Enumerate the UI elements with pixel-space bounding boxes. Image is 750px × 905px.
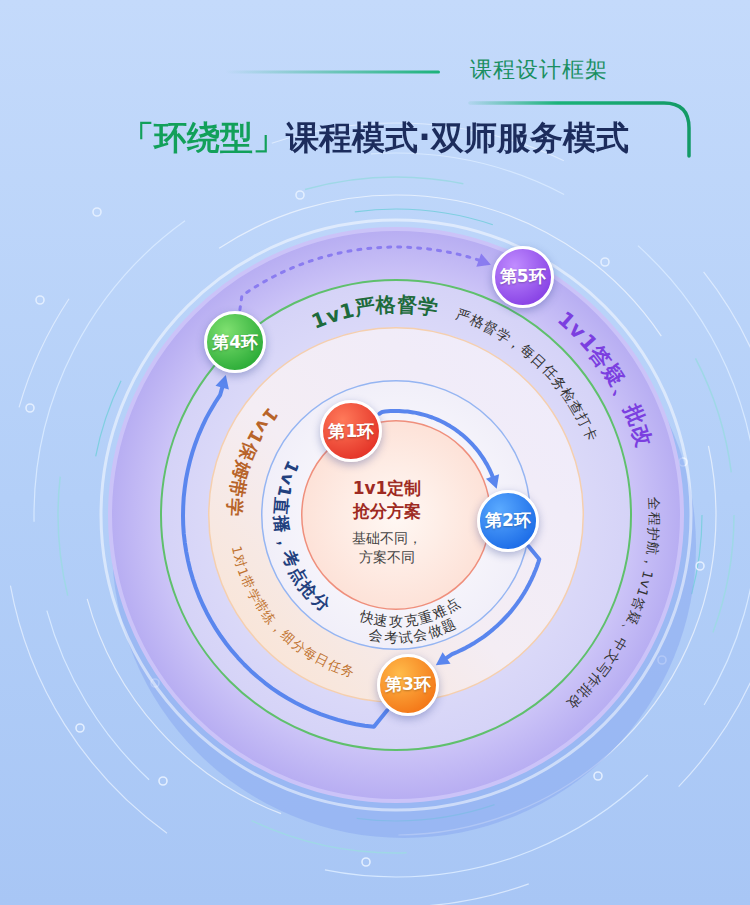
halo-dot [594, 772, 602, 780]
arc-glyph: 克 [403, 612, 419, 628]
ring-fill [110, 229, 682, 801]
arc-glyph: 程 [647, 512, 661, 526]
arc-glyph: 格 [375, 295, 396, 316]
arc-glyph: ， [642, 555, 658, 571]
halo-dot [696, 562, 704, 570]
header-label-wrap: 课程设计框架 [470, 55, 608, 85]
halo-dot [601, 258, 609, 266]
ring-badge: 第3环 [377, 654, 439, 716]
arc-glyph: 播 [272, 515, 290, 533]
arc-glyph: 学 [417, 296, 440, 319]
ring-body: 基础不同， 方案不同 [331, 529, 443, 567]
halo-dots [26, 191, 704, 866]
halo-dot [26, 404, 34, 412]
arc-glyph: 学 [226, 498, 245, 517]
disc-rim [101, 220, 691, 810]
badge-text: 第5环 [500, 265, 546, 288]
arc-glyph: 会 [368, 627, 384, 643]
badge-text: 第2环 [485, 509, 531, 532]
arc-glyph: 直 [272, 497, 290, 515]
halo-dot [93, 208, 101, 216]
ring-band: 1v1保姆带学1对1带学带练，细分每日任务第3环1v1直播，考点抢分快速攻克重难… [208, 327, 584, 703]
arc-glyph: 全 [647, 497, 661, 512]
halo-dot [76, 724, 84, 732]
halo-ring [58, 177, 734, 853]
ring-fill [209, 328, 584, 703]
ring-badge: 第4环 [204, 311, 266, 373]
arc-glyph: 试 [398, 629, 413, 644]
ring-badge: 第2环 [477, 490, 539, 552]
ring-badge: 第5环 [492, 246, 554, 308]
ring-band: 1v1严格督学严格督学，每日任务检查打卡第4环1v1保姆带学1对1带学带练，细分… [160, 279, 632, 751]
ring-heading: 1v1定制 抢分方案 [331, 477, 443, 523]
badge-text: 第4环 [212, 331, 258, 354]
arc-glyph: 督 [396, 295, 417, 316]
ring-band: 1v1直播，考点抢分快速攻克重难点 会考试会做题第2环1v1定制 抢分方案基础不… [261, 380, 531, 650]
halo-dot [36, 296, 44, 304]
arc-glyph: 考 [383, 630, 398, 645]
arc-glyph: 航 [644, 540, 659, 556]
badge-text: 第3环 [385, 673, 431, 696]
halo-dot [296, 191, 304, 199]
arc-glyph: 带 [227, 478, 248, 499]
badge-text: 第1环 [328, 420, 374, 443]
ring-fill [161, 280, 631, 750]
header-line [225, 71, 440, 74]
halo-dot [362, 858, 370, 866]
arc-glyph: 攻 [389, 614, 403, 628]
arc-glyph: 护 [646, 526, 660, 541]
ring-band: 1v1定制 抢分方案基础不同， 方案不同 第1环 [301, 420, 491, 610]
arc-glyph: 严 [353, 296, 376, 319]
ring-band: 1v1答疑、批改全程护航，1v1答疑、中文写作批改第5环1v1严格督学严格督学，… [108, 227, 684, 803]
halo-ring [4, 123, 750, 905]
header-label: 课程设计框架 [470, 57, 608, 82]
title-wrap: 「环绕型」课程模式·双师服务模式 [0, 116, 750, 161]
title: 「环绕型」课程模式·双师服务模式 [121, 116, 629, 161]
halo-ring [34, 153, 750, 877]
ring-fill [262, 381, 531, 650]
halo-dot [159, 777, 167, 785]
arc-glyph: 速 [373, 612, 389, 628]
